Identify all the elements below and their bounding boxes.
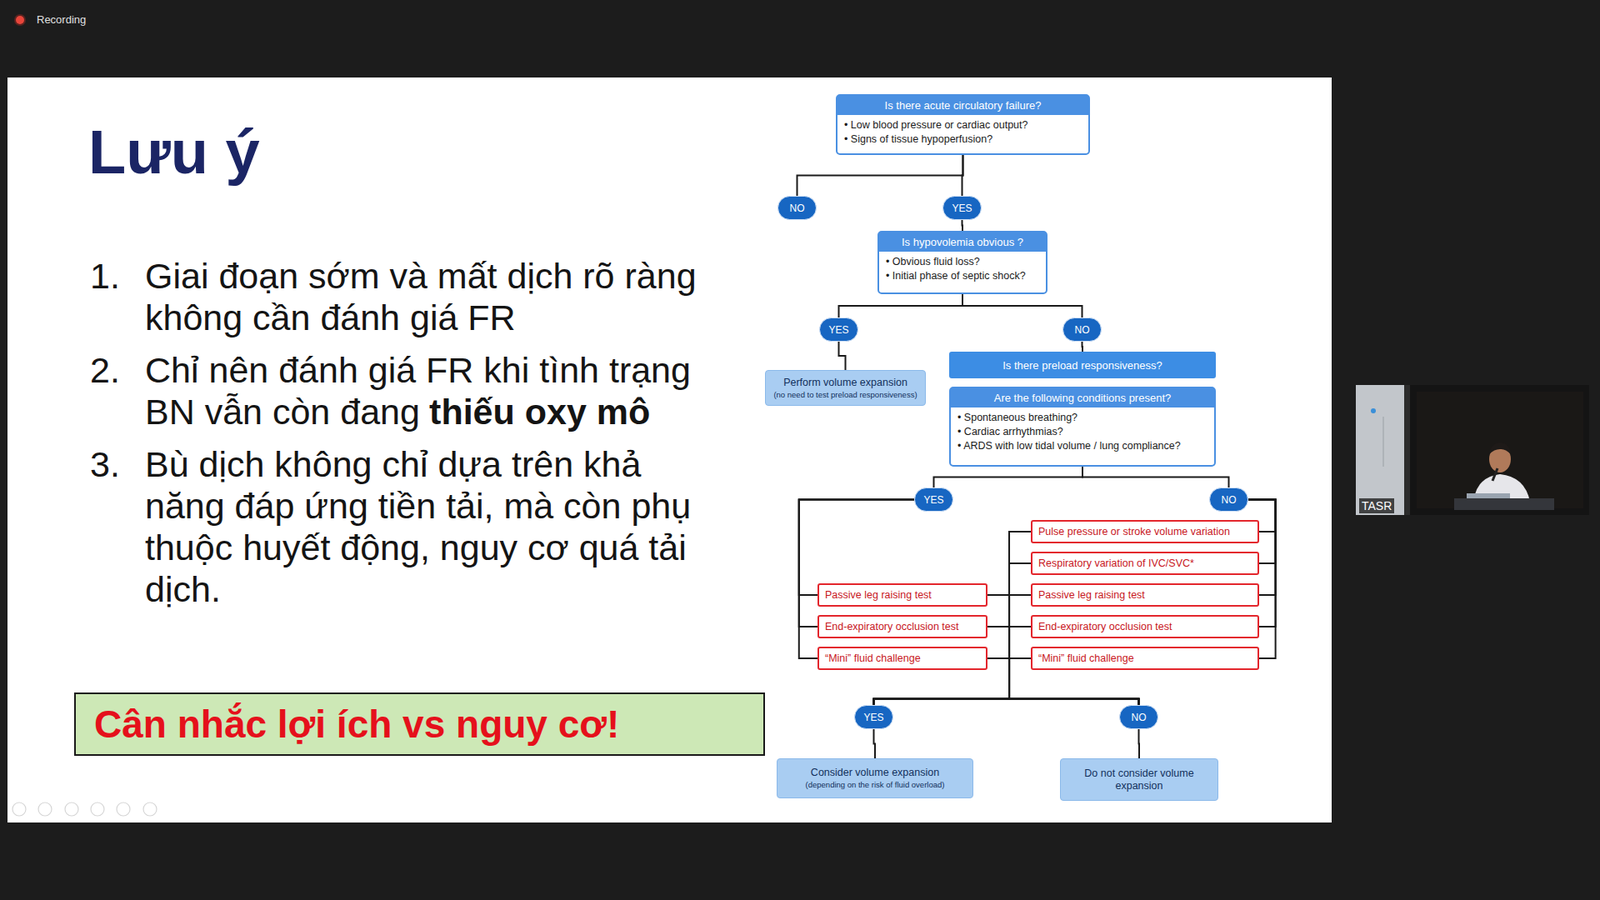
box-text: Pulse pressure or stroke volume variatio…	[1038, 525, 1230, 538]
item-text: Bù dịch không chỉ dựa trên khả năng đáp …	[145, 444, 691, 610]
item-body: Chỉ nên đánh giá FR khi tình trạng BN vẫ…	[145, 349, 724, 433]
connector	[799, 500, 915, 596]
answer-pill: NO	[1209, 487, 1249, 512]
bullet-line: • Obvious fluid loss?	[879, 251, 1046, 270]
bullet-line: • ARDS with low tidal volume / lung comp…	[950, 439, 1215, 454]
connector	[962, 155, 964, 196]
question-box: Are the following conditions present?• S…	[949, 386, 1216, 467]
question-box: Is there acute circulatory failure?• Low…	[835, 94, 1090, 155]
connector	[839, 341, 846, 370]
bullet-line: • Low blood pressure or cardiac output?	[837, 115, 1089, 133]
box-heading: Is hypovolemia obvious ?	[879, 232, 1046, 252]
action-text: Perform volume expansion	[783, 376, 908, 390]
connector	[1082, 466, 1230, 488]
box-heading: Is there acute circulatory failure?	[837, 95, 1089, 115]
bullet-line: • Signs of tissue hypoperfusion?	[837, 132, 1089, 147]
test-box: Passive leg raising test	[1030, 583, 1260, 607]
question-band: Is there preload responsiveness?	[949, 351, 1216, 379]
test-box: Respiratory variation of IVC/SVC*	[1030, 551, 1260, 575]
action-note: (no need to test preload responsiveness)	[773, 389, 917, 400]
test-box: End-expiratory occlusion test	[1030, 615, 1260, 639]
connector	[961, 220, 965, 231]
action-note: (depending on the risk of fluid overload…	[805, 779, 945, 790]
action-box: Do not consider volume expansion	[1060, 758, 1219, 801]
connector	[839, 294, 964, 318]
speaker-tag: TASR	[1359, 498, 1395, 514]
answer-pill: YES	[942, 195, 982, 220]
test-box: “Mini” fluid challenge	[1030, 646, 1260, 670]
bullet-line: • Initial phase of septic shock?	[879, 269, 1046, 284]
answer-pill: YES	[914, 487, 954, 512]
box-text: End-expiratory occlusion test	[825, 620, 960, 633]
connector	[874, 729, 876, 759]
answer-pill: NO	[1062, 317, 1102, 342]
record-ring	[14, 14, 26, 26]
list-item: 3. Bù dịch không chỉ dựa trên khả năng đá…	[90, 443, 724, 610]
test-box: Passive leg raising test	[817, 583, 988, 607]
box-text: YES	[863, 711, 884, 724]
item-number: 1.	[90, 255, 120, 297]
item-body: Giai đoạn sớm và mất dịch rõ ràng không …	[145, 255, 724, 339]
box-text: End-expiratory occlusion test	[1038, 620, 1173, 633]
item-body: Bù dịch không chỉ dựa trên khả năng đáp …	[145, 443, 724, 610]
action-box: Perform volume expansion(no need to test…	[765, 370, 926, 406]
box-text: Respiratory variation of IVC/SVC*	[1038, 557, 1195, 570]
item-emphasis: thiếu oxy mô	[429, 391, 650, 432]
action-text: Consider volume expansion	[810, 766, 940, 780]
connector	[962, 294, 1083, 318]
note-list: 1. Giai đoạn sớm và mất dịch rõ ràng khôn…	[90, 255, 724, 621]
box-text: Passive leg raising test	[1038, 589, 1145, 601]
webcam-feed	[1355, 385, 1590, 515]
connector	[1081, 341, 1085, 352]
answer-pill: YES	[854, 705, 894, 730]
test-box: End-expiratory occlusion test	[817, 615, 988, 639]
test-box: “Mini” fluid challenge	[817, 646, 988, 670]
box-text: NO	[1221, 494, 1237, 506]
connector	[797, 155, 964, 196]
box-text: “Mini” fluid challenge	[825, 652, 921, 665]
box-text: “Mini” fluid challenge	[1038, 652, 1135, 665]
list-item: 1. Giai đoạn sớm và mất dịch rõ ràng khôn…	[90, 255, 724, 339]
box-text: Passive leg raising test	[825, 589, 932, 601]
answer-pill: YES	[819, 317, 859, 342]
box-text: YES	[828, 324, 849, 336]
answer-pill: NO	[1119, 705, 1159, 730]
connector	[1138, 729, 1141, 759]
slide-toolbar	[12, 802, 157, 816]
test-box: Pulse pressure or stroke volume variatio…	[1030, 520, 1260, 544]
item-number: 3.	[90, 443, 120, 485]
slide	[7, 77, 1332, 823]
action-text: Do not consider volume expansion	[1066, 767, 1212, 793]
item-number: 2.	[90, 349, 120, 391]
answer-pill: NO	[777, 195, 817, 220]
box-text: Is there preload responsiveness?	[997, 359, 1168, 372]
box-heading: Are the following conditions present?	[950, 388, 1215, 408]
slide-title: Lưu ý	[88, 121, 260, 184]
bullet-line: • Spontaneous breathing?	[950, 407, 1215, 425]
box-text: YES	[951, 202, 972, 215]
connector	[799, 500, 915, 628]
box-text: NO	[790, 202, 805, 215]
item-text: Giai đoạn sớm và mất dịch rõ ràng không …	[145, 255, 697, 338]
action-box: Consider volume expansion(depending on t…	[776, 758, 974, 799]
box-text: NO	[1075, 324, 1090, 336]
list-item: 2. Chỉ nên đánh giá FR khi tình trạng BN …	[90, 349, 724, 433]
recording-label: Recording	[36, 13, 86, 26]
question-box: Is hypovolemia obvious ?• Obvious fluid …	[877, 230, 1048, 295]
connector	[1248, 500, 1276, 596]
record-dot	[15, 15, 25, 25]
box-text: NO	[1131, 711, 1147, 724]
box-text: Cân nhắc lợi ích vs nguy cơ!	[94, 701, 620, 747]
connector	[934, 466, 1084, 488]
note-box: Cân nhắc lợi ích vs nguy cơ!	[74, 692, 765, 756]
bullet-line: • Cardiac arrhythmias?	[950, 425, 1215, 440]
box-text: YES	[923, 494, 944, 506]
